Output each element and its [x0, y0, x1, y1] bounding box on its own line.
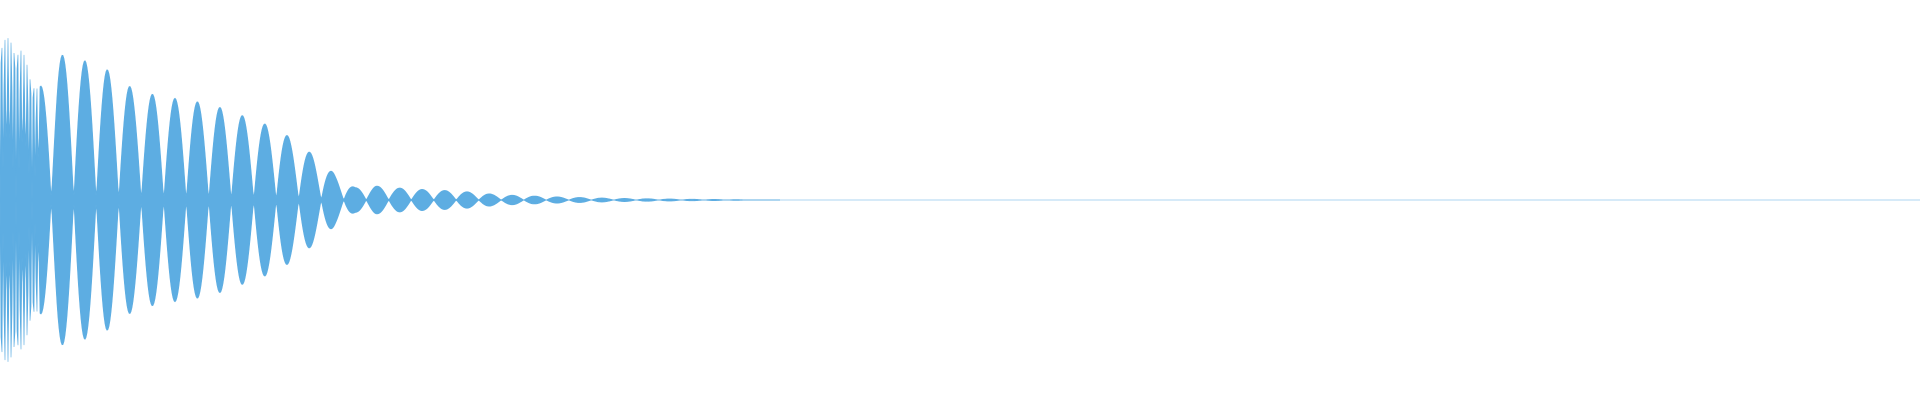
audio-waveform	[0, 38, 1920, 362]
waveform-graphic	[0, 38, 1920, 362]
